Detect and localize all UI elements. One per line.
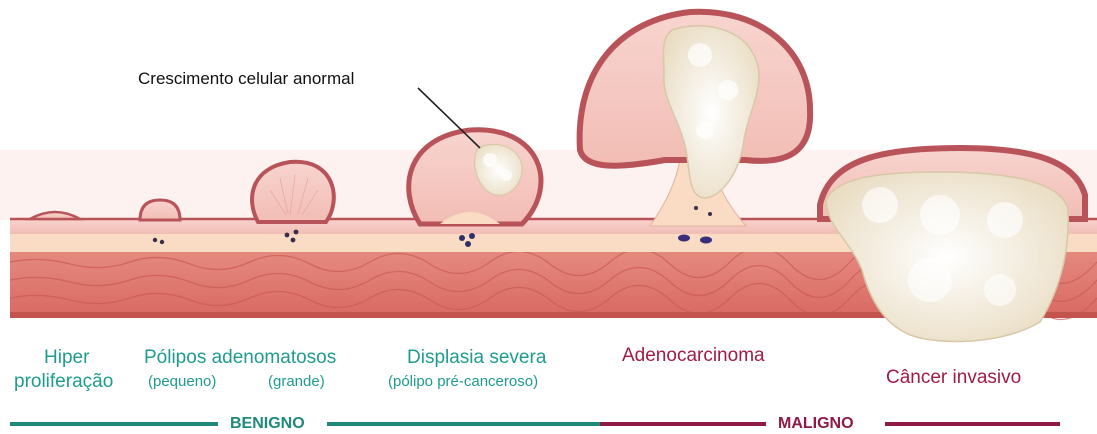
abnormal-growth-callout: Crescimento celular anormal xyxy=(138,70,354,87)
adenomatous-polyps-title: Pólipos adenomatosos xyxy=(144,348,336,367)
malignant-label: MALIGNO xyxy=(778,416,854,432)
hyperplasia-label-line1: Hiper xyxy=(44,348,89,367)
large-polyp-label: (grande) xyxy=(268,374,325,389)
small-polyp-label: (pequeno) xyxy=(148,374,216,389)
benign-label: BENIGNO xyxy=(230,416,305,432)
hyperplasia-label-line2: proliferação xyxy=(14,372,113,391)
severe-dysplasia-subtitle: (pólipo pré-canceroso) xyxy=(388,374,538,389)
adenocarcinoma-title: Adenocarcinoma xyxy=(622,346,765,365)
small-polyp xyxy=(140,200,180,220)
invasive-cancer-title: Câncer invasivo xyxy=(886,368,1021,387)
severe-dysplasia-title: Displasia severa xyxy=(407,348,546,367)
